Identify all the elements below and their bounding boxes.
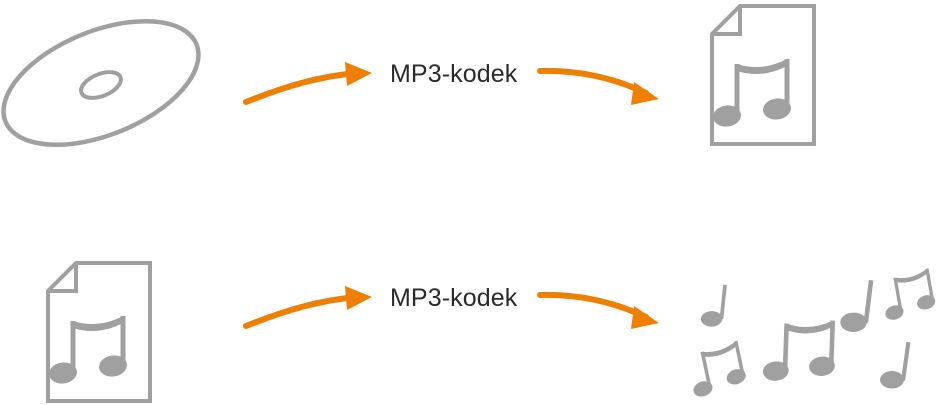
music-note-pair-1: [682, 338, 752, 402]
mp3-file-icon-top: [712, 4, 816, 146]
file-music-note: [712, 59, 793, 128]
music-note-single-3: [878, 339, 911, 392]
music-note-single-2: [838, 277, 873, 335]
file-music-note: [48, 316, 129, 385]
decode-arrow-right: [537, 291, 659, 329]
mp3-file-icon-bottom: [48, 261, 152, 403]
encode-arrow-left: [243, 62, 372, 105]
encode-arrow-right: [537, 67, 659, 105]
music-note-pair-3: [876, 266, 940, 325]
codec-label-top: MP3-kodek: [390, 60, 518, 88]
disc-center-hole: [79, 70, 123, 100]
codec-label-bottom: MP3-kodek: [390, 284, 518, 312]
scattered-music-notes: [682, 266, 940, 402]
music-note-single-1: [697, 280, 729, 332]
decode-arrow-left: [243, 286, 372, 329]
music-note-pair-2: [761, 318, 837, 384]
compact-disc-icon: [1, 18, 201, 148]
disc-outer-ring: [1, 18, 201, 148]
